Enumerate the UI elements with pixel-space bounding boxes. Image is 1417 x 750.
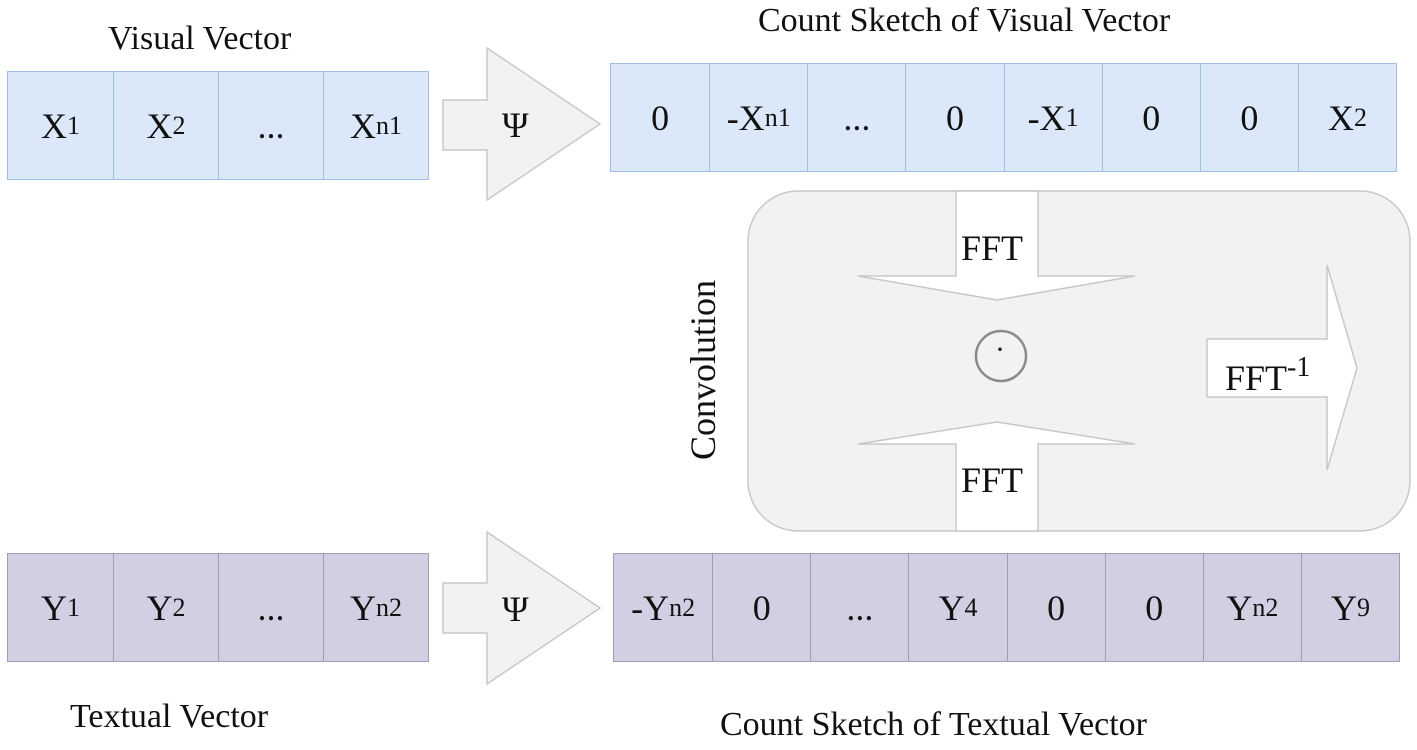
textual-vector-cell-value: Y: [350, 587, 376, 628]
visual-sketch-cell-value: X: [1327, 97, 1354, 138]
visual-sketch-cell: 0: [1101, 64, 1200, 171]
textual-sketch-cell-value: -Y: [631, 587, 670, 628]
visual-sketch-cell-value: 0: [945, 97, 964, 138]
visual-sketch-cell-value: ...: [843, 97, 871, 138]
visual-sketch-cell: 0: [905, 64, 1003, 171]
textual-sketch-cell-value: Y: [938, 587, 965, 628]
textual-vector-cell-value: ...: [257, 587, 285, 628]
visual-vector-cell: ...: [218, 72, 323, 179]
ifft-label: FFT-1: [1225, 354, 1310, 399]
textual-sketch-cell-value: Y: [1226, 587, 1253, 628]
visual-vector-cell-value: ...: [257, 105, 285, 146]
product-symbol: ·: [995, 333, 1005, 366]
textual-vector-cell-value: Y: [146, 587, 173, 628]
textual-sketch-cell-value: ...: [846, 587, 874, 628]
visual-sketch-cell-value: 0: [1240, 97, 1259, 138]
ifft-label-sup: -1: [1287, 352, 1311, 383]
visual-sketch-title: Count Sketch of Visual Vector: [758, 2, 1171, 39]
visual-vector-cell-value: X: [41, 105, 67, 146]
ifft-right-arrow: [1206, 264, 1358, 471]
visual-vector-cell-value: X: [350, 105, 376, 146]
textual-sketch-cell-value: 0: [752, 587, 771, 628]
ifft-label-base: FFT: [1225, 358, 1288, 398]
textual-vector-title: Textual Vector: [70, 698, 269, 735]
product-circle: [974, 329, 1028, 383]
psi-label-bottom: Ψ: [502, 589, 529, 629]
textual-sketch-cell: 0: [712, 554, 810, 661]
psi-label-top: Ψ: [502, 105, 529, 145]
textual-vector-cell: ...: [218, 554, 323, 661]
textual-vector-cell-value: Y: [41, 587, 67, 628]
visual-sketch-cell: 0: [611, 64, 709, 171]
textual-sketch-title: Count Sketch of Textual Vector: [720, 706, 1147, 743]
fft-bottom-label: FFT: [961, 460, 1024, 500]
textual-sketch-cell-value: 0: [1047, 587, 1066, 628]
psi-arrow-bottom: [442, 530, 602, 686]
textual-sketch-cell: 0: [1006, 554, 1105, 661]
visual-sketch-cell: 0: [1199, 64, 1298, 171]
fft-up-arrow: [857, 421, 1136, 532]
textual-sketch-cell: 0: [1104, 554, 1203, 661]
psi-arrow-top: [442, 46, 602, 202]
visual-sketch-cell-value: -X: [726, 97, 765, 138]
visual-sketch-cell-value: 0: [651, 97, 670, 138]
visual-sketch-cell-value: 0: [1142, 97, 1161, 138]
visual-vector-cell-value: X: [146, 105, 173, 146]
visual-sketch-cell-value: -X: [1027, 97, 1066, 138]
textual-sketch-cell-value: Y: [1330, 587, 1357, 628]
fft-top-label: FFT: [961, 228, 1024, 268]
textual-sketch-cell: ...: [810, 554, 908, 661]
fft-down-arrow: [857, 190, 1136, 301]
convolution-label: Convolution: [683, 279, 723, 461]
textual-sketch-cell-value: 0: [1145, 587, 1164, 628]
visual-vector-title: Visual Vector: [108, 20, 292, 57]
visual-sketch-cell: ...: [807, 64, 905, 171]
